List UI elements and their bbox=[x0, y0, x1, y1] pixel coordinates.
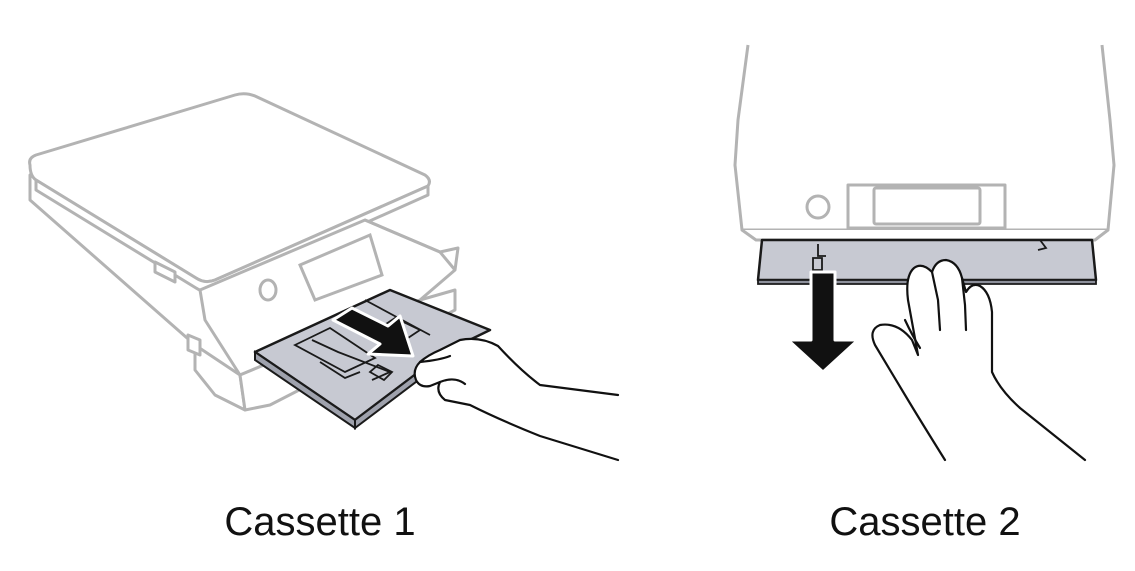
cassette-2-illustration bbox=[733, 44, 1116, 462]
cassette-1-panel: Cassette 1 bbox=[28, 92, 620, 544]
cassette-2-caption: Cassette 2 bbox=[829, 500, 1021, 544]
hand-icon bbox=[413, 337, 620, 462]
hand-icon bbox=[871, 258, 1087, 462]
cassette-1-illustration bbox=[28, 92, 620, 462]
control-panel-icon bbox=[258, 218, 457, 302]
cassette-1-caption: Cassette 1 bbox=[224, 500, 416, 544]
pull-direction-arrow-icon bbox=[331, 306, 415, 358]
pull-direction-arrow-icon bbox=[786, 270, 860, 374]
printer-body-icon bbox=[733, 44, 1116, 242]
cassette-2-panel: Cassette 2 bbox=[700, 0, 1135, 571]
